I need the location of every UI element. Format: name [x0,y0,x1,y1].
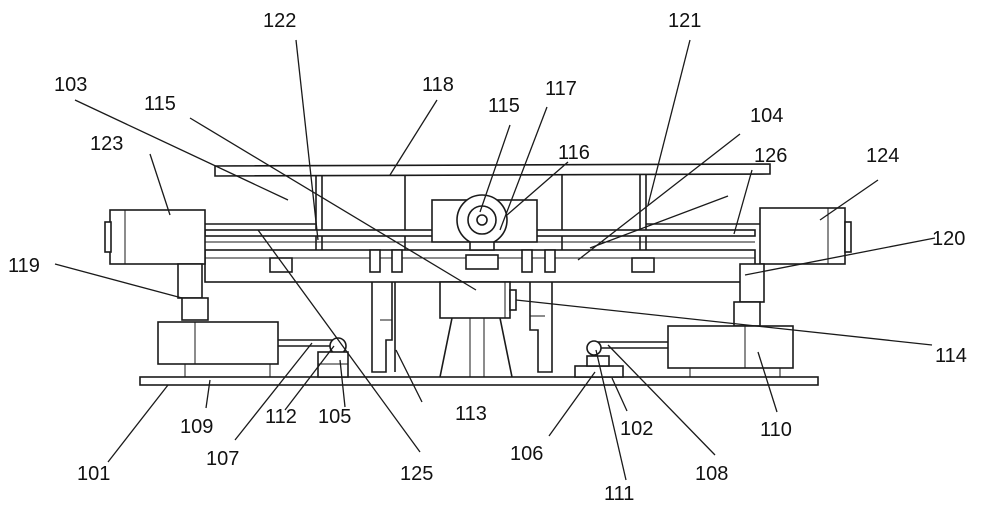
lower-right-motor [596,325,794,377]
label-105: 105 [318,406,351,428]
label-116: 116 [558,142,590,164]
label-102: 102 [620,418,653,440]
right-top-motor [733,207,852,327]
leader-lines [54,39,936,481]
center-column-guides [371,282,553,373]
motor-stand [439,317,513,378]
lower-left-motor [157,321,335,377]
label-118: 118 [422,74,454,96]
label-112: 112 [265,406,297,428]
label-103: 103 [54,74,87,96]
left-top-motor [104,209,209,321]
label-109: 109 [180,416,213,438]
label-124: 124 [866,145,899,167]
label-110: 110 [760,419,792,441]
label-113: 113 [455,403,487,425]
label-120: 120 [932,228,965,250]
label-101: 101 [77,463,110,485]
label-117: 117 [545,78,577,100]
label-125: 125 [400,463,433,485]
right-slider-nut [574,340,624,378]
label-119: 119 [8,255,40,277]
label-108: 108 [695,463,728,485]
left-slider-nut [317,337,349,378]
label-126: 126 [754,145,787,167]
label-107: 107 [206,448,239,470]
bearing-blocks [369,249,556,273]
label-122: 122 [263,10,296,32]
center-motor [439,281,517,319]
label-115-top: 115 [488,95,520,117]
label-104: 104 [750,105,783,127]
top-center-motor [431,194,538,270]
base-plate [139,376,819,386]
top-plate [214,163,771,177]
label-106: 106 [510,443,543,465]
label-123: 123 [90,133,123,155]
label-111: 111 [604,483,634,505]
label-114: 114 [935,345,967,367]
label-121: 121 [668,10,701,32]
reference-labels: 122 121 103 115 118 115 117 116 104 126 … [8,10,967,505]
label-115-left: 115 [144,93,176,115]
